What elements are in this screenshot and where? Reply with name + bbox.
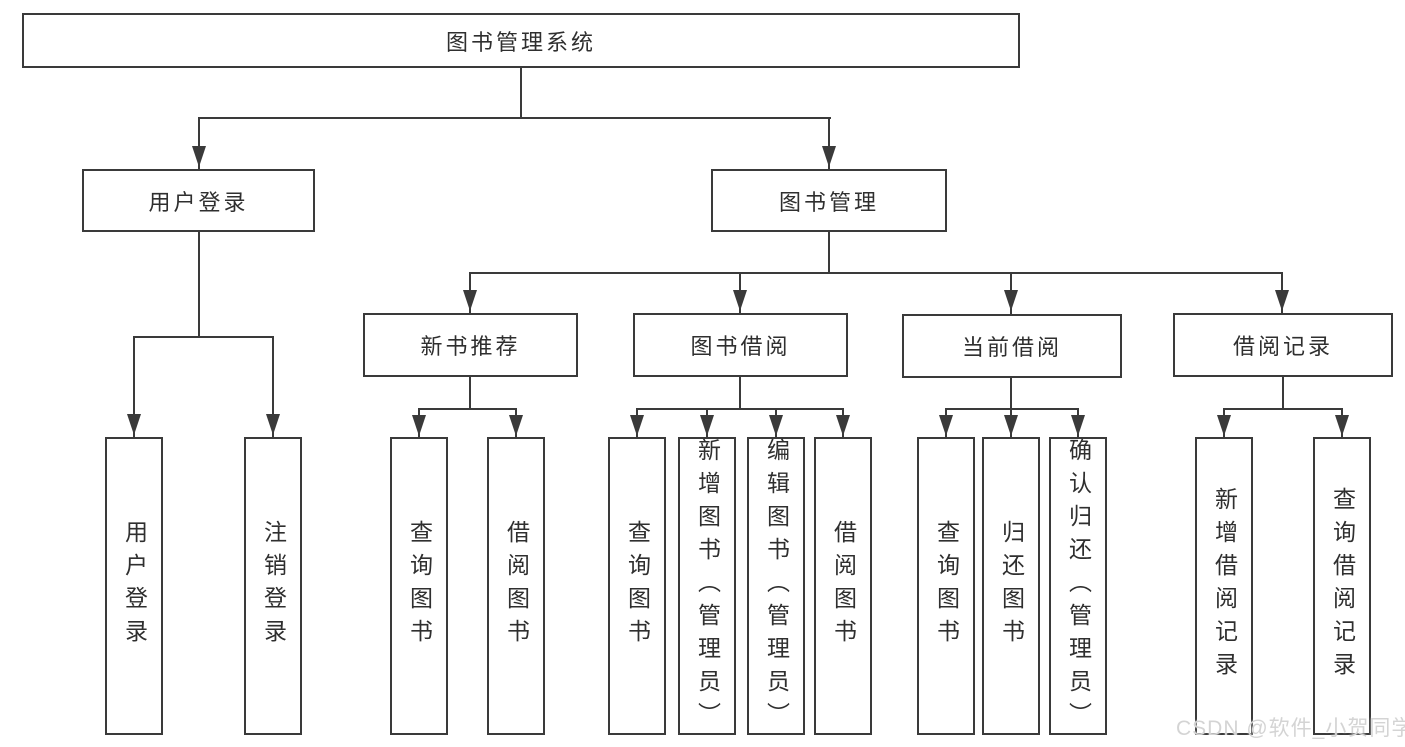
leaf-label: 新增借阅记录 xyxy=(1211,487,1238,685)
leaf-query-borrow-record: 查询借阅记录 xyxy=(1313,437,1371,735)
arrow-down-icon xyxy=(939,415,953,436)
connector-stem xyxy=(1010,378,1012,410)
leaf-add-books-admin: 新增图书（管理员） xyxy=(678,437,736,735)
node-new-book-recommend: 新书推荐 xyxy=(363,313,578,377)
leaf-label: 查询图书 xyxy=(624,520,651,652)
connector-level3-rail xyxy=(469,272,1283,274)
connector-rail xyxy=(945,408,1079,410)
leaf-label: 编辑图书（管理员） xyxy=(763,437,790,735)
leaf-label: 借阅图书 xyxy=(503,520,530,652)
connector-drop xyxy=(198,117,200,169)
leaf-label: 用户登录 xyxy=(121,520,148,652)
connector-stem xyxy=(739,377,741,410)
watermark-text: CSDN @软件_小贺同学 xyxy=(1176,717,1405,740)
arrow-down-icon xyxy=(1004,415,1018,436)
arrow-down-icon xyxy=(266,414,280,435)
connector-stem xyxy=(1282,377,1284,410)
arrow-down-icon xyxy=(509,415,523,436)
connector-root-stem xyxy=(520,68,522,119)
connector-drop xyxy=(828,117,830,169)
arrow-down-icon xyxy=(412,415,426,436)
leaf-label: 确认归还（管理员） xyxy=(1065,437,1092,735)
leaf-borrow-books: 借阅图书 xyxy=(814,437,872,735)
arrow-down-icon xyxy=(700,415,714,436)
connector-user-login-stem xyxy=(198,232,200,338)
connector-drop xyxy=(272,336,274,437)
connector-rail xyxy=(418,408,517,410)
leaf-return-books: 归还图书 xyxy=(982,437,1040,735)
leaf-query-books: 查询图书 xyxy=(608,437,666,735)
leaf-label: 查询图书 xyxy=(406,520,433,652)
node-user-login: 用户登录 xyxy=(82,169,315,232)
connector-rail xyxy=(1223,408,1343,410)
node-label: 图书借阅 xyxy=(690,334,791,359)
connector-book-mgmt-stem xyxy=(828,232,830,274)
arrow-down-icon xyxy=(822,146,836,167)
arrow-down-icon xyxy=(769,415,783,436)
node-borrow-records: 借阅记录 xyxy=(1173,313,1393,377)
leaf-borrow-books: 借阅图书 xyxy=(487,437,545,735)
arrow-down-icon xyxy=(463,290,477,311)
connector-drop xyxy=(133,336,135,437)
leaf-logout: 注销登录 xyxy=(244,437,302,735)
node-book-management: 图书管理 xyxy=(711,169,947,232)
leaf-confirm-return-admin: 确认归还（管理员） xyxy=(1049,437,1107,735)
arrow-down-icon xyxy=(1071,415,1085,436)
leaf-label: 新增图书（管理员） xyxy=(694,437,721,735)
arrow-down-icon xyxy=(127,414,141,435)
node-label: 新书推荐 xyxy=(420,334,521,359)
leaf-edit-books-admin: 编辑图书（管理员） xyxy=(747,437,805,735)
leaf-query-books: 查询图书 xyxy=(390,437,448,735)
leaf-user-login: 用户登录 xyxy=(105,437,163,735)
node-label: 用户登录 xyxy=(148,189,249,215)
arrow-down-icon xyxy=(1217,415,1231,436)
node-label: 图书管理 xyxy=(778,189,879,215)
connector-rail xyxy=(636,408,844,410)
arrow-down-icon xyxy=(733,290,747,311)
leaf-query-books: 查询图书 xyxy=(917,437,975,735)
arrow-down-icon xyxy=(1335,415,1349,436)
arrow-down-icon xyxy=(1004,290,1018,311)
arrow-down-icon xyxy=(1275,290,1289,311)
arrow-down-icon xyxy=(630,415,644,436)
node-library-system: 图书管理系统 xyxy=(22,13,1020,68)
node-book-borrowing: 图书借阅 xyxy=(633,313,848,377)
connector-stem xyxy=(469,377,471,410)
leaf-label: 借阅图书 xyxy=(830,520,857,652)
connector-level1-rail xyxy=(198,117,831,119)
connector-user-login-rail xyxy=(133,336,274,338)
leaf-label: 注销登录 xyxy=(260,520,287,652)
leaf-label: 查询借阅记录 xyxy=(1329,487,1356,685)
leaf-add-borrow-record: 新增借阅记录 xyxy=(1195,437,1253,735)
leaf-label: 归还图书 xyxy=(998,520,1025,652)
node-label: 借阅记录 xyxy=(1232,334,1333,359)
node-label: 图书管理系统 xyxy=(445,29,596,55)
node-current-borrowing: 当前借阅 xyxy=(902,314,1122,378)
leaf-label: 查询图书 xyxy=(933,520,960,652)
arrow-down-icon xyxy=(836,415,850,436)
arrow-down-icon xyxy=(192,146,206,167)
node-label: 当前借阅 xyxy=(961,335,1062,360)
